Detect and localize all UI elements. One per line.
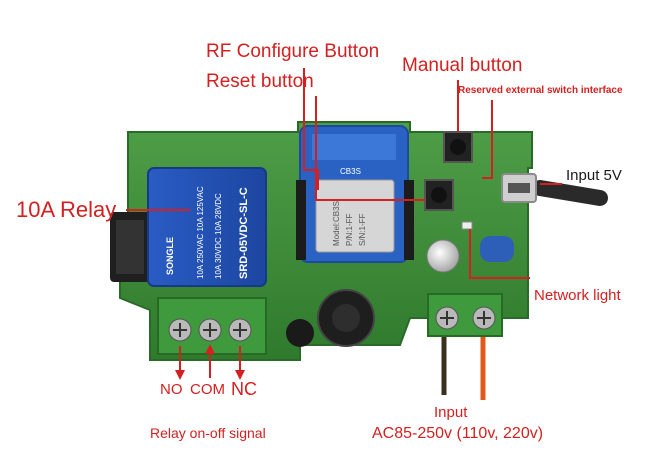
relay-brand: SONGLE [165,237,175,275]
terminal-screws [168,318,252,342]
network-led [461,221,473,230]
com-label: COM [190,381,225,398]
input-5v-cable [532,180,608,206]
no-label: NO [160,381,183,398]
electrolytic-capacitor [286,319,314,347]
module-sn: S/N:1-FF [358,213,367,246]
relay-model: SRD-05VDC-SL-C [238,187,250,279]
input-label: Input [434,404,468,421]
wifi-antenna [312,134,396,160]
module-model: Model:CB3S [332,201,341,246]
reserved-label: Reserved external switch interface [458,85,623,96]
pin-headers [296,180,414,260]
relay-signal-label: Relay on-off signal [150,425,266,441]
relay-rating-1: 10A 250VAC 10A 125VAC [196,186,205,279]
module-pn: P/N:1-FF [345,213,354,246]
rf-configure-label: RF Configure Button [206,41,380,62]
nc-label: NC [231,379,257,399]
module-top-label: CB3S [340,167,361,176]
relay-rating-2: 10A 30VDC 10A 28VDC [214,193,223,279]
varistor [480,236,514,262]
wifi-module-shield [315,179,395,253]
reset-label: Reset button [206,71,314,92]
ac-range-label: AC85-250v (110v, 220v) [372,425,544,442]
relay-component [147,167,267,287]
relay-label: 10A Relay [16,197,117,222]
input-5v-label: Input 5V [566,167,622,184]
network-light-label: Network light [534,287,621,304]
annotation-arrowheads [175,344,245,380]
capacitor [426,239,460,273]
manual-label: Manual button [402,55,523,76]
